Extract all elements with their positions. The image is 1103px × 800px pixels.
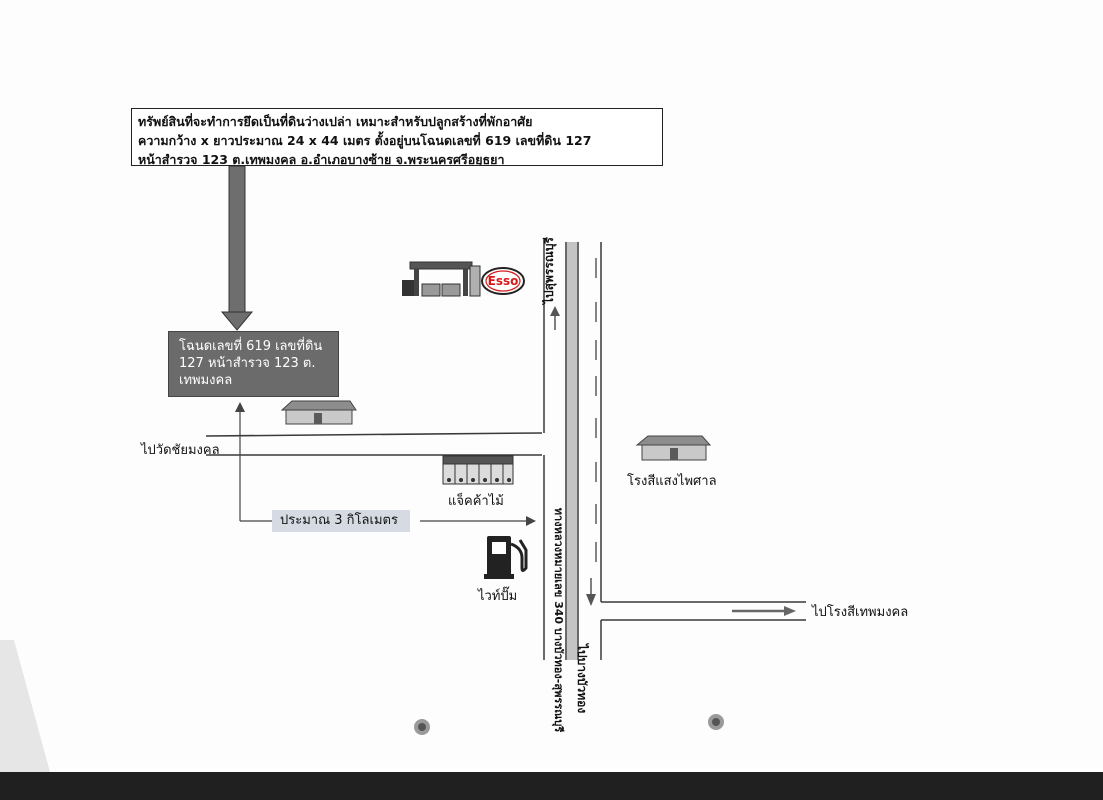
gas-pump-icon <box>484 536 528 579</box>
property-info-line-2: ความกว้าง x ยาวประมาณ 24 x 44 เมตร ตั้งอ… <box>138 133 592 148</box>
rice-mill-icon <box>635 435 712 461</box>
highway-340 <box>543 242 602 660</box>
to-wat-chai-mongkhon-label: ไปวัดชัยมงคล <box>141 443 220 458</box>
lumber-shop-icon <box>442 455 514 485</box>
esso-logo-text: Esso <box>488 274 519 288</box>
gas-station-label: ไวท์ปั๊ม <box>478 589 518 604</box>
scan-hole-center <box>418 723 426 731</box>
lumber-yard-label: แจ็คค้าไม้ <box>448 494 504 509</box>
side-road <box>205 432 543 456</box>
rice-mill-saeng-paisan-label: โรงสีแสงไพศาล <box>627 474 717 489</box>
north-arrow <box>550 306 560 330</box>
distance-label: ประมาณ 3 กิโลเมตร <box>272 510 410 532</box>
property-info-line-3: หน้าสำรวจ 123 ต.เทพมงคล อ.อำเภอบางซ้าย จ… <box>138 152 505 166</box>
pointer-arrow <box>220 165 254 331</box>
distance-bracket <box>235 402 536 526</box>
scan-bottom-edge <box>0 772 1103 800</box>
property-info-box: ทรัพย์สินที่จะทำการยึดเป็นที่ดินว่างเปล่… <box>131 108 663 166</box>
to-suphanburi-label: ไปสุพรรณบุรี <box>541 236 557 306</box>
highway-name-label: ทางหลวงหมายเลข 340 บางบัวทอง-สุพรรณบุรี <box>551 508 565 733</box>
deed-marker-box: โฉนดเลขที่ 619 เลขที่ดิน 127 หน้าสำรวจ 1… <box>168 331 339 397</box>
property-info-line-1: ทรัพย์สินที่จะทำการยึดเป็นที่ดินว่างเปล่… <box>138 114 533 129</box>
page-fold-shadow <box>0 640 50 772</box>
esso-station-icon <box>402 261 481 297</box>
to-rice-mill-thep-mongkhon-label: ไปโรงสีเทพมงคล <box>812 605 909 620</box>
east-road <box>601 601 806 621</box>
esso-logo <box>481 267 525 295</box>
south-arrow <box>586 578 596 606</box>
house-icon <box>280 400 357 425</box>
to-bang-bua-thong-label: ไปบางบัวทอง <box>575 642 590 713</box>
scan-hole-center <box>712 718 720 726</box>
